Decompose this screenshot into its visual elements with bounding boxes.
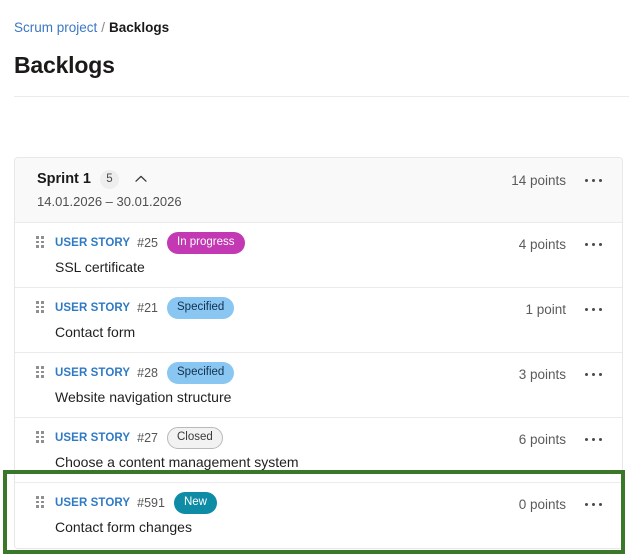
work-item-title[interactable]: Contact form changes	[55, 519, 192, 535]
drag-handle-icon[interactable]	[36, 366, 44, 378]
sprint-points: 14 points	[511, 172, 566, 188]
work-item-id: #28	[137, 365, 158, 380]
more-actions-icon[interactable]	[578, 429, 608, 449]
work-item-type-link[interactable]: USER STORY	[55, 366, 131, 379]
work-item-points: 3 points	[518, 366, 566, 382]
story-row-right: 1 point	[488, 299, 608, 319]
work-item-points: 6 points	[518, 431, 566, 447]
work-item-type-link[interactable]: USER STORY	[55, 431, 131, 444]
work-item-points: 1 point	[525, 301, 566, 317]
work-item-title[interactable]: Website navigation structure	[55, 389, 232, 405]
work-item-title[interactable]: SSL certificate	[55, 259, 145, 275]
status-badge: In progress	[167, 231, 245, 254]
status-badge: New	[173, 491, 217, 514]
sprint-header-top: Sprint 1 5	[37, 169, 608, 189]
sprint-name[interactable]: Sprint 1	[37, 171, 91, 187]
drag-handle-icon[interactable]	[36, 431, 44, 443]
more-actions-icon[interactable]	[578, 299, 608, 319]
chevron-up-icon[interactable]	[133, 171, 149, 187]
story-row-top: USER STORY #27 Closed	[37, 426, 608, 449]
work-item-title[interactable]: Choose a content management system	[55, 454, 299, 470]
title-divider	[14, 96, 629, 97]
work-item-id: #591	[137, 495, 165, 510]
list-item[interactable]: USER STORY #591 New Contact form changes…	[15, 483, 622, 548]
story-row-top: USER STORY #591 New	[37, 491, 608, 514]
list-item[interactable]: USER STORY #27 Closed Choose a content m…	[15, 418, 622, 483]
work-item-type-link[interactable]: USER STORY	[55, 301, 131, 314]
sprint-header-right: 14 points	[488, 170, 608, 190]
work-item-id: #25	[137, 235, 158, 250]
work-item-id: #21	[137, 300, 158, 315]
work-item-title[interactable]: Contact form	[55, 324, 136, 340]
work-item-points: 0 points	[518, 496, 566, 512]
status-badge: Specified	[167, 361, 235, 384]
status-badge: Specified	[167, 296, 235, 319]
more-actions-icon[interactable]	[578, 234, 608, 254]
work-item-type-link[interactable]: USER STORY	[55, 496, 131, 509]
more-actions-icon[interactable]	[578, 494, 608, 514]
breadcrumb-parent-link[interactable]: Scrum project	[14, 20, 98, 35]
status-badge: Closed	[167, 426, 223, 449]
drag-handle-icon[interactable]	[36, 301, 44, 313]
sprint-date-range: 14.01.2026 – 30.01.2026	[37, 194, 182, 209]
page-title: Backlogs	[14, 52, 115, 78]
breadcrumb: Scrum project/Backlogs	[14, 19, 169, 37]
work-item-id: #27	[137, 430, 158, 445]
breadcrumb-current: Backlogs	[109, 20, 170, 35]
story-row-top: USER STORY #28 Specified	[37, 361, 608, 384]
drag-handle-icon[interactable]	[36, 496, 44, 508]
work-item-type-link[interactable]: USER STORY	[55, 236, 131, 249]
sprint-header[interactable]: Sprint 1 5 14.01.2026 – 30.01.2026 14 po…	[15, 158, 622, 223]
more-actions-icon[interactable]	[578, 364, 608, 384]
list-item[interactable]: USER STORY #25 In progress SSL certifica…	[15, 223, 622, 288]
sprint-item-count-badge: 5	[99, 169, 119, 189]
drag-handle-icon[interactable]	[36, 236, 44, 248]
story-row-right: 3 points	[488, 364, 608, 384]
story-row-top: USER STORY #21 Specified	[37, 296, 608, 319]
more-actions-icon[interactable]	[578, 170, 608, 190]
story-row-top: USER STORY #25 In progress	[37, 231, 608, 254]
list-item[interactable]: USER STORY #28 Specified Website navigat…	[15, 353, 622, 418]
story-row-right: 0 points	[488, 494, 608, 514]
breadcrumb-separator: /	[101, 20, 106, 35]
story-row-right: 6 points	[488, 429, 608, 449]
backlog-card: Sprint 1 5 14.01.2026 – 30.01.2026 14 po…	[14, 157, 623, 549]
list-item[interactable]: USER STORY #21 Specified Contact form 1 …	[15, 288, 622, 353]
work-item-points: 4 points	[518, 236, 566, 252]
story-row-right: 4 points	[488, 234, 608, 254]
